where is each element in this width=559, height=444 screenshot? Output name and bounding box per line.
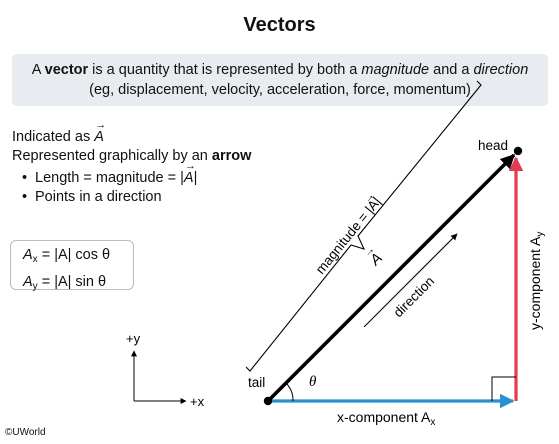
represented-text: Represented graphically by an (12, 148, 212, 164)
vector-arrow-icon: → (95, 119, 107, 131)
theta-arc (285, 382, 294, 402)
axis-y-label: +y (126, 331, 141, 346)
tail-label: tail (248, 375, 265, 390)
definition-examples: (eg, displacement, velocity, acceleratio… (89, 82, 471, 98)
formula-ax-subscript: x (32, 254, 38, 265)
definition-text: and a (429, 62, 474, 78)
definition-text: is a quantity that is represented by bot… (88, 62, 362, 78)
vector-label-group: A → (361, 243, 386, 269)
formula-ax-rhs: = |A| cos θ (37, 247, 111, 263)
vector-arrow-icon: → (184, 160, 196, 172)
formula-ay-symbol: A (23, 274, 33, 290)
vector-symbol-letter: A (94, 129, 104, 145)
vector-notes: Indicated as →A Represented graphically … (12, 119, 251, 207)
theta-label: θ (309, 374, 317, 390)
direction-label: direction (391, 273, 438, 320)
vector-symbol-letter: A (183, 170, 194, 186)
represented-bold-word: arrow (211, 148, 252, 164)
bullet-length: Length = magnitude = |→A| (22, 160, 251, 188)
tail-dot (263, 396, 273, 406)
vector-symbol: →A (183, 160, 196, 188)
magnitude-brace (245, 80, 482, 372)
copyright: ©UWorld (5, 427, 46, 438)
formula-ay-rhs: = |A| sin θ (37, 274, 107, 290)
represented-line: Represented graphically by an arrow (12, 147, 251, 166)
definition-box: A vector is a quantity that is represent… (12, 54, 548, 106)
bullet-length-text: Length = magnitude = | (35, 170, 184, 186)
indicated-as-text: Indicated as (12, 129, 95, 145)
definition-bold-word: vector (44, 62, 89, 78)
y-component-label: y-component Ay (527, 232, 546, 330)
bullet-direction: Points in a direction (22, 188, 251, 207)
indicated-as-line: Indicated as →A (12, 119, 251, 147)
head-dot (513, 146, 523, 156)
formula-ay: Ay = |A| sin θ (23, 271, 133, 298)
main-vector-arrow (266, 153, 516, 403)
vector-symbol: →A (94, 119, 106, 147)
direction-arrow (363, 233, 458, 328)
formula-ay-subscript: y (32, 281, 38, 292)
head-label: head (478, 138, 508, 153)
right-angle-marker (491, 376, 516, 401)
axis-x-label: +x (190, 394, 205, 409)
formula-ax-symbol: A (23, 247, 33, 263)
bullet-length-suffix: | (193, 170, 198, 186)
definition-text: A (31, 62, 45, 78)
vector-bullets: Length = magnitude = |→A| Points in a di… (22, 160, 251, 207)
definition-italic-magnitude: magnitude (361, 62, 430, 78)
formula-ax: Ax = |A| cos θ (23, 244, 133, 271)
x-component-label: x-component Ax (337, 409, 435, 428)
definition-italic-direction: direction (473, 62, 529, 78)
definition-line-1: A vector is a quantity that is represent… (12, 60, 548, 80)
component-formulas: Ax = |A| cos θ Ay = |A| sin θ (10, 240, 134, 292)
page-title: Vectors (243, 14, 316, 36)
